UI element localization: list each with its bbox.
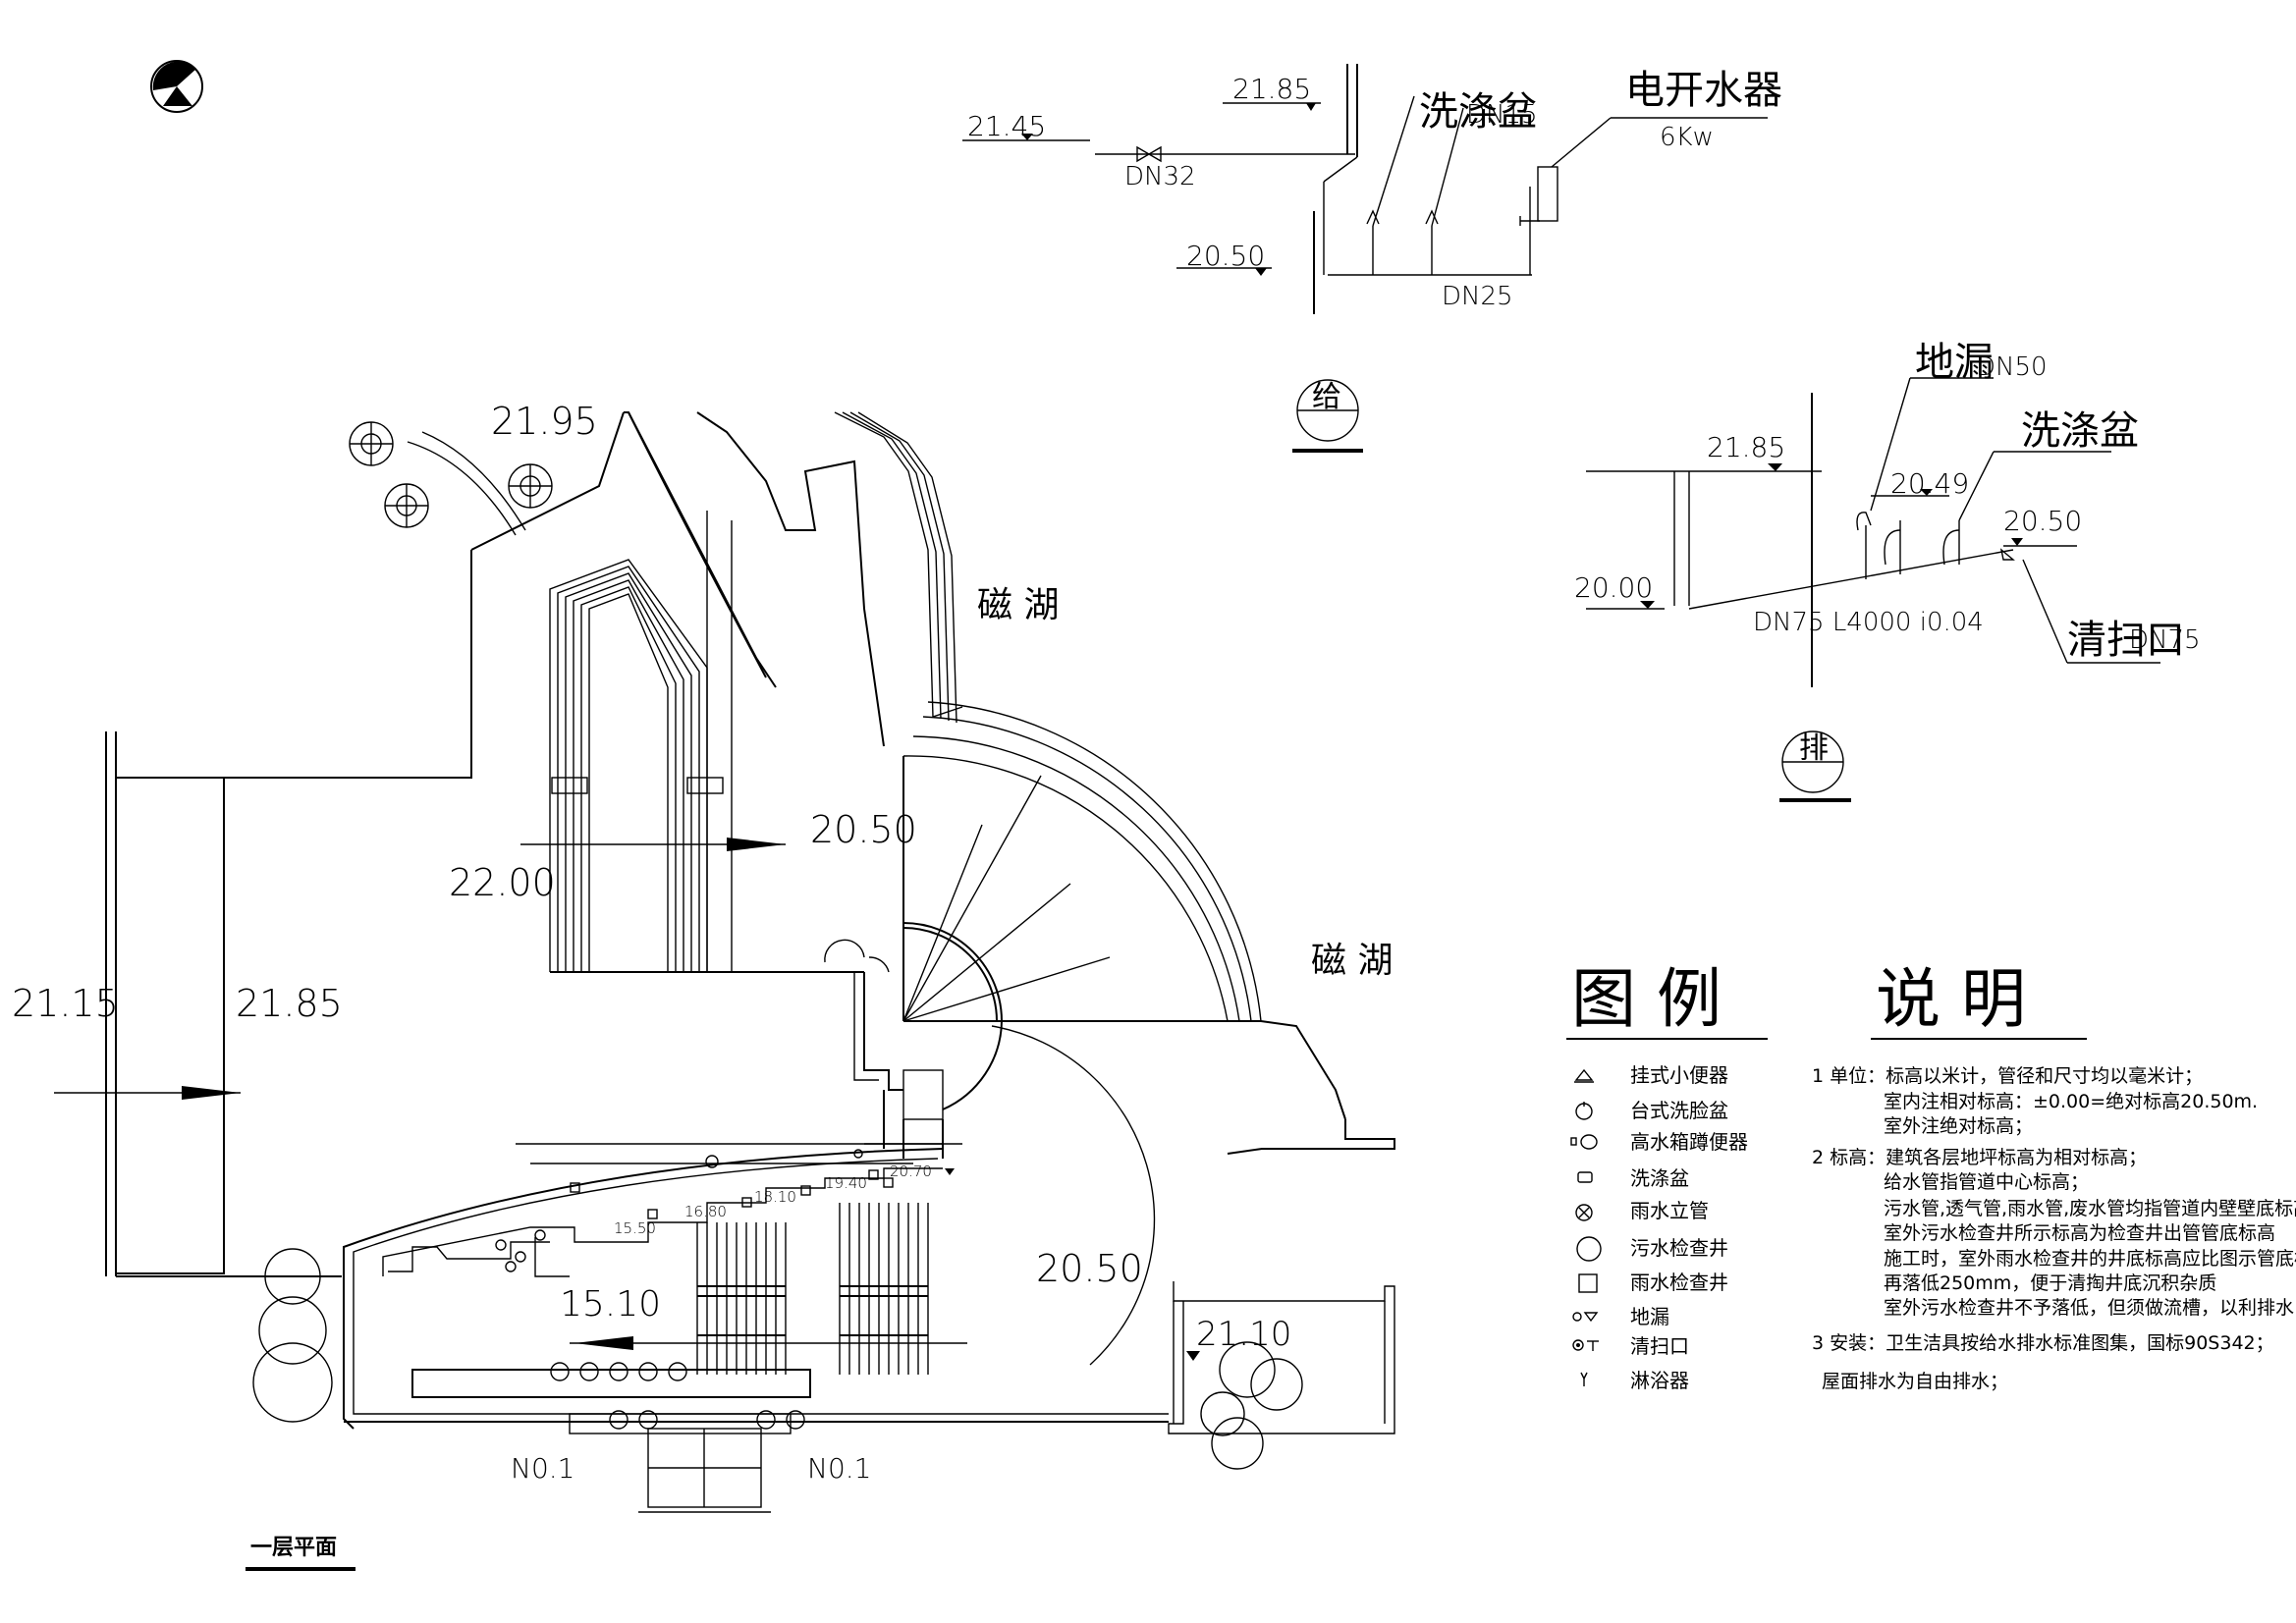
note-line: 1 单位：标高以米计，管径和尺寸均以毫米计；	[1812, 1065, 2203, 1087]
note-line: 室外污水检查井所示标高为检查井出管管底标高	[1884, 1222, 2275, 1244]
cleanout-dn: DN75	[2129, 625, 2201, 655]
floor-drain-label: 地漏	[1915, 340, 1994, 385]
toilet-building	[343, 1143, 1169, 1430]
elevation-2115: 21.15	[12, 982, 119, 1025]
drain-elevation-2185: 21.85	[1707, 431, 1785, 463]
supply-diagram	[962, 64, 1768, 453]
legend-label: 清扫口	[1630, 1334, 1689, 1358]
washbasin-icon	[1575, 1102, 1593, 1120]
note-line: 室外注绝对标高；	[1884, 1115, 2033, 1137]
plan-title: 一层平面	[250, 1536, 337, 1560]
drain-elevation-2000: 20.00	[1574, 571, 1653, 604]
supply-elevation-2145: 21.45	[967, 110, 1046, 142]
notes: 1 单位：标高以米计，管径和尺寸均以毫米计； 室内注相对标高：±0.00=绝对标…	[1812, 1065, 2296, 1392]
amphitheater	[902, 701, 1346, 1366]
supply-section-symbol: 给	[1312, 380, 1341, 414]
entry-block	[569, 1413, 792, 1513]
note-line: 室内注相对标高：±0.00=绝对标高20.50m.	[1884, 1091, 2258, 1112]
note-line: 室外污水检查井不予落低，但须做流槽，以利排水	[1884, 1297, 2294, 1319]
note-line: 3 安装：卫生洁具按给水排水标准图集，国标90S342；	[1812, 1332, 2274, 1354]
drain-diagram	[1586, 377, 2160, 802]
supply-dn25: DN25	[1442, 282, 1513, 311]
site-plan	[54, 411, 1395, 1513]
legend-icons	[1570, 1068, 1602, 1386]
elevation-2050-bottom: 20.50	[1036, 1247, 1143, 1290]
seating-steps-left	[549, 511, 864, 973]
legend-label: 台式洗脸盆	[1630, 1099, 1728, 1122]
legend-labels: 挂式小便器 台式洗脸盆 高水箱蹲便器 洗涤盆 雨水立管 污水检查井 雨水检查井 …	[1630, 1063, 1748, 1392]
legend-label: 淋浴器	[1630, 1369, 1689, 1392]
urinal-icon	[1574, 1068, 1594, 1083]
supply-sink-label: 洗涤盆	[1419, 89, 1537, 135]
drain-elevation-2049: 20.49	[1890, 467, 1969, 500]
supply-dn15: DN15	[1466, 100, 1538, 130]
legend-label: 挂式小便器	[1630, 1063, 1728, 1087]
floor-drain-dn: DN50	[1976, 352, 2048, 382]
legend-label: 洗涤盆	[1630, 1166, 1689, 1190]
manhole-label-left: N0.1	[511, 1452, 574, 1485]
legend-label: 地漏	[1630, 1305, 1669, 1328]
squat-toilet-icon	[1570, 1134, 1598, 1150]
elevation-2200: 22.00	[449, 861, 556, 904]
elevation-1680: 16.80	[684, 1203, 727, 1220]
elevation-1940: 19.40	[825, 1174, 867, 1192]
drain-section-symbol: 排	[1799, 731, 1829, 766]
notes-title: 说 明	[1876, 961, 2026, 1037]
supply-dn32: DN32	[1124, 162, 1196, 191]
heater-power: 6Kw	[1660, 123, 1714, 152]
seating-steps-right	[696, 1203, 929, 1375]
note-line: 再落低250mm，便于清掏井底沉积杂质	[1884, 1272, 2216, 1294]
legend-label: 高水箱蹲便器	[1630, 1130, 1748, 1154]
elevation-1550: 15.50	[614, 1219, 656, 1237]
lake-label-2: 磁 湖	[1311, 941, 1393, 981]
note-line: 2 标高：建筑各层地坪标高为相对标高；	[1812, 1147, 2147, 1168]
note-line: 屋面排水为自由排水；	[1822, 1371, 2008, 1392]
legend-label: 污水检查井	[1630, 1236, 1728, 1260]
elevation-2070: 20.70	[890, 1163, 932, 1180]
elevation-1810: 18.10	[754, 1188, 796, 1206]
tree-circle	[264, 1248, 321, 1305]
legend-title: 图 例	[1571, 961, 1722, 1037]
lake-label-1: 磁 湖	[977, 585, 1059, 625]
supply-elevation-2050: 20.50	[1186, 240, 1265, 272]
sink-icon	[1577, 1171, 1593, 1183]
elevation-1510: 15.10	[560, 1284, 661, 1325]
elevation-2110: 21.10	[1196, 1315, 1291, 1354]
elevation-2185: 21.85	[236, 982, 343, 1025]
cleanout-icon	[1572, 1339, 1599, 1351]
note-line: 污水管,透气管,雨水管,废水管均指管道内壁壁底标高；	[1884, 1198, 2296, 1219]
drain-pipe-spec: DN75 L4000 i0.04	[1753, 608, 1984, 637]
drain-sink-label: 洗涤盆	[2021, 408, 2139, 454]
manhole-label-right: N0.1	[807, 1452, 871, 1485]
north-arrow-icon	[150, 60, 203, 113]
cleanout-label: 清扫口	[2067, 618, 2185, 663]
legend-label: 雨水检查井	[1630, 1271, 1728, 1294]
drain-elevation-2050: 20.50	[2003, 505, 2082, 537]
elevation-2195: 21.95	[491, 400, 598, 443]
tree-cluster-right	[1200, 1341, 1303, 1470]
sewage-manhole-icon	[1576, 1236, 1602, 1262]
note-line: 给水管指管道中心标高；	[1884, 1171, 2089, 1193]
tree-icon	[349, 421, 553, 536]
rain-manhole-icon	[1578, 1273, 1598, 1293]
heater-label: 电开水器	[1625, 68, 1782, 113]
note-line: 施工时，室外雨水检查井的井底标高应比图示管底标高	[1884, 1248, 2296, 1270]
shower-icon	[1580, 1372, 1588, 1386]
legend-label: 雨水立管	[1630, 1199, 1709, 1222]
supply-elevation-2185: 21.85	[1232, 73, 1311, 105]
floor-drain-icon	[1572, 1312, 1599, 1323]
rain-riser-icon	[1575, 1204, 1593, 1221]
elevation-2050-top: 20.50	[810, 808, 917, 851]
